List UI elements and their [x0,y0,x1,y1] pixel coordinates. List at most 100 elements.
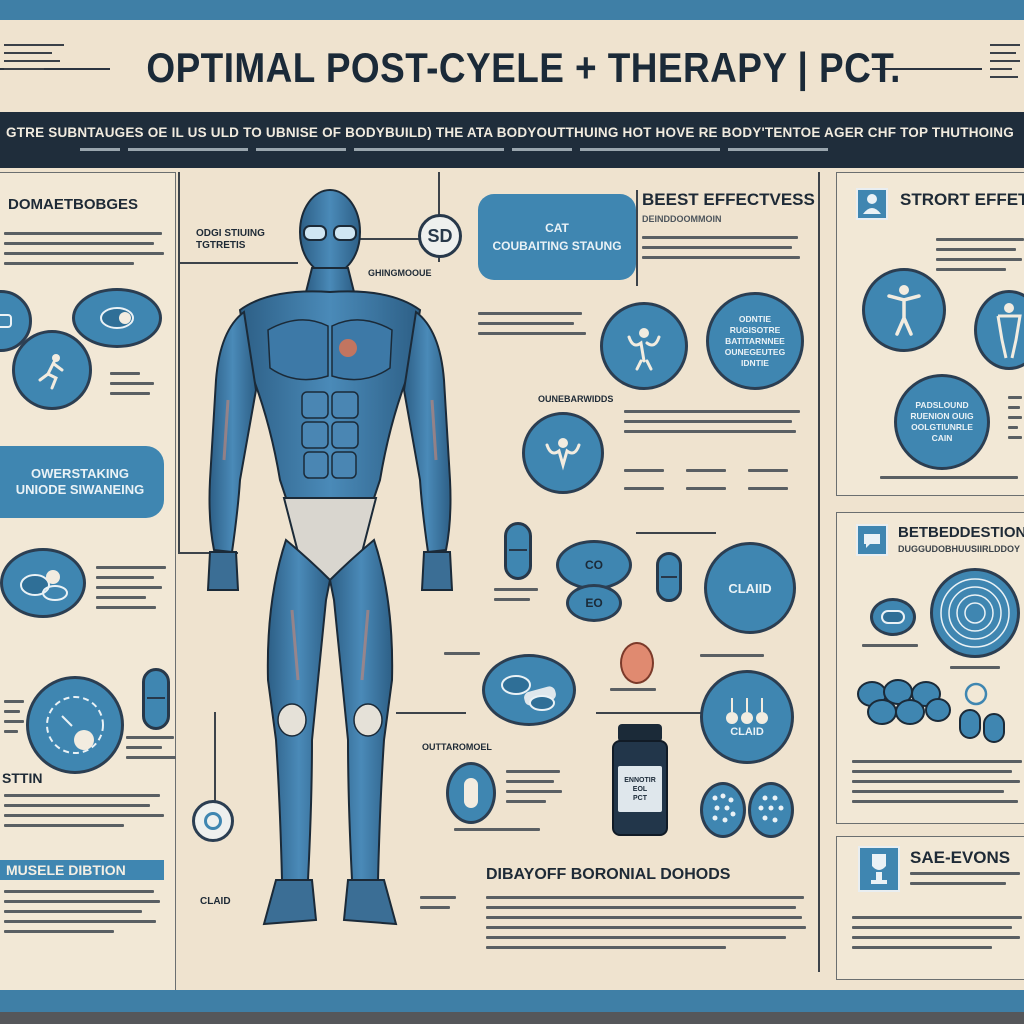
center-left-caption [444,652,484,662]
left-pill-text: OWERSTAKING UNIODE SIWANEING [15,466,145,497]
right-info-circle: PADSLOUND RUENION OUIG OOLGTIUNRLE CAIN [894,374,990,470]
connector-line [214,712,216,812]
connector-line [178,172,180,552]
right-mid-caption-2 [950,666,1010,676]
center-body-text-2 [624,410,802,440]
center-body-text-1 [478,312,588,342]
page-subtitle: GTRE SUBNTAUGES OE IL US ULD TO UBNISE O… [6,125,1018,140]
chat-icon-tab [856,524,888,556]
weightlifter-icon [862,268,946,352]
center-pill-text: CAT COUBAITING STAUNG [492,221,622,253]
target-rings-icon [930,568,1020,658]
left-oval-icon [72,288,162,348]
tablet-cluster-icon [857,679,951,725]
center-callout-pill: CAT COUBAITING STAUNG [478,194,636,280]
connector-line [636,190,638,286]
center-body-text-3 [624,466,804,502]
pills-tray-icon [482,654,576,726]
capsule-caption [494,588,544,608]
eo-circle: EO [566,584,622,622]
claid-circle: CLAID [700,670,794,764]
callout-mid: OUTTAROMOEL [422,742,492,752]
center-bottom-body [486,896,806,956]
left-body-text-2 [110,372,170,402]
left-edge-text [4,700,26,740]
title-band [0,20,1024,112]
center-body-text-4 [506,770,566,810]
left-callout-pill: OWERSTAKING UNIODE SIWANEING [0,446,164,518]
left-heading-top: DOMAETBOBGES [8,196,139,213]
speckled-tablet-icon-2 [748,782,794,838]
right-bottom-body [852,916,1024,956]
info-circle-top-right: ODNTIE RUGISOTRE BATITARNNEE OUNEGEUTEG … [706,292,804,390]
trophy-icon-tab [858,846,900,892]
right-bottom-intro [910,872,1024,892]
info-circle-text: ODNTIE RUGISOTRE BATITARNNEE OUNEGEUTEG … [724,313,786,368]
dosage-dial-icon [26,676,124,774]
best-effectiveness-list [642,236,802,266]
center-body-text-5 [454,828,544,838]
connector-line [178,552,238,554]
claiid-circle-text: CLAIID [728,580,772,596]
right-mid-title: BETBEDDESTION [898,524,1024,541]
red-pill-caption [610,688,660,698]
connector-line [360,238,420,240]
muscle-anatomy-figure [206,189,454,926]
left-body-text-3 [96,566,172,616]
capsule-round-icon [446,762,496,824]
callout-head: ODGI STIUING TGTRETIS [196,228,265,251]
title-rule-left [0,68,110,70]
center-bottom-title: DIBAYOFF BORONIAL DOHODS [486,866,731,883]
speckled-tablet-icon-1 [700,782,746,838]
title-fine-print-left [4,44,74,76]
title-fine-print-right [990,44,1024,84]
capsule-icon-center [504,522,532,580]
capsule-group-icon [959,682,1005,743]
co-circle: CO [556,540,632,590]
co-circle-text: CO [585,558,603,572]
left-body-text-6 [4,890,164,940]
body-silhouette-icon [974,290,1024,370]
right-bottom-title: SAE-EVONS [910,848,1011,867]
center-small-caption: OUNEBARWIDDS [538,394,614,404]
bottom-frame [0,990,1024,1024]
right-top-caption [880,476,1020,486]
right-info-circle-text: PADSLOUND RUENION OUIG OOLGTIUNRLE CAIN [910,400,974,443]
connector-line [636,532,716,534]
column-divider [818,172,820,972]
right-mid-body [852,760,1024,810]
best-effectiveness-subtitle: DEINDDOOMMOIN [642,214,722,224]
left-body-text-1 [4,232,164,272]
capsule-icon-left [142,668,170,730]
right-mid-subtitle: DUGGUDOBHUUSIIRLDDOY [898,544,1021,554]
flexing-athlete-icon [600,302,688,390]
pill-pair-icon [0,548,86,618]
capsule-icon-small [656,552,682,602]
connector-line [596,712,706,714]
bodybuilder-icon [522,412,604,494]
tablet-pair-icon [870,598,916,636]
left-heading-bottom: MUSELE DIBTION [0,860,164,880]
claid-caption [700,654,770,664]
right-top-title: STRORT EFFETIV [900,190,1024,209]
right-mid-caption-1 [862,644,922,654]
connector-line [396,712,466,714]
page-title: OPTIMAL POST-CYELE + THERAPY | PCT. [146,44,901,91]
red-pill-icon [620,642,654,684]
callout-hip: CLAID [200,896,231,907]
subtitle-band [0,112,1024,168]
runner-icon [12,330,92,410]
claid-circle-text: CLAID [730,726,764,738]
right-top-body [936,238,1024,278]
callout-neck: GHINGMOOUE [368,268,432,278]
left-body-text-4 [126,736,182,766]
profile-icon-tab [856,188,888,220]
ring-icon [192,800,234,842]
best-effectiveness-title: BEEST EFFECTVESS [642,190,815,209]
top-frame [0,0,1024,20]
bottle-label: ENNOTIR EOL PCT [624,776,656,802]
left-heading-mid: STTIN [2,770,43,786]
subtitle-fine-print [80,148,980,152]
connector-line [178,262,298,264]
